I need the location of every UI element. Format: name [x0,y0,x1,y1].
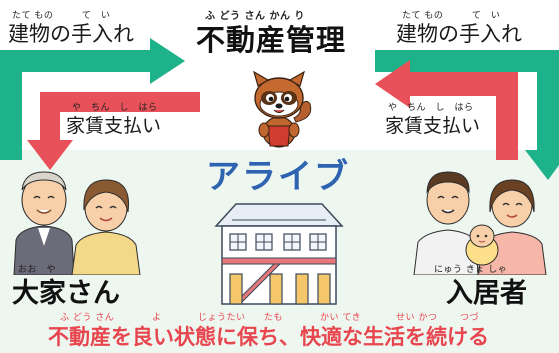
apartment-building-icon [214,203,344,305]
left-pay-label: 家賃支払い [66,115,162,137]
slogan-ruby-tsuzu: つづ [460,313,480,323]
left-top-ruby: たて もの て い [12,11,111,21]
right-top-label: 建物の手入れ [396,22,522,46]
left-pay-ruby: や ちん し はら [72,103,158,113]
slogan-ruby-seikatsu: せい かつ [396,313,438,323]
owner-ruby: おお や [18,265,57,275]
owner-label: 大家さん [12,278,120,309]
brand-name: アライブ [206,157,350,197]
arrow-right-red-icon [375,60,518,160]
left-top-label: 建物の手入れ [8,22,134,46]
tenant-label: 入居者 [446,278,527,309]
slogan-ruby-yo: よ [152,313,162,323]
bottom-slogan: 不動産を良い状態に保ち、快適な生活を続ける [48,325,489,349]
title-ruby: ふ どう さん かん り [205,11,305,22]
arrow-left-green-icon [0,38,185,160]
arrow-right-green-icon [375,50,559,180]
page-title: 不動産管理 [196,23,347,57]
right-top-ruby: たて もの て い [402,11,501,21]
tenant-family-icon [413,171,547,275]
right-pay-label: 家賃支払い [385,115,481,137]
raccoon-mascot-icon [253,70,312,148]
slogan-ruby-jotai: じょうたい [198,313,246,323]
tenant-ruby: にゅう きょ しゃ [434,265,508,275]
right-pay-ruby: や ちん し はら [388,103,474,113]
slogan-ruby-tamo: たも [264,313,284,323]
slogan-ruby-fudosan: ふ どう さん [60,313,115,323]
arrow-left-red-icon [27,92,200,170]
landlord-couple-icon [13,171,141,275]
slogan-ruby-kaiteki: かい てき [320,313,362,323]
